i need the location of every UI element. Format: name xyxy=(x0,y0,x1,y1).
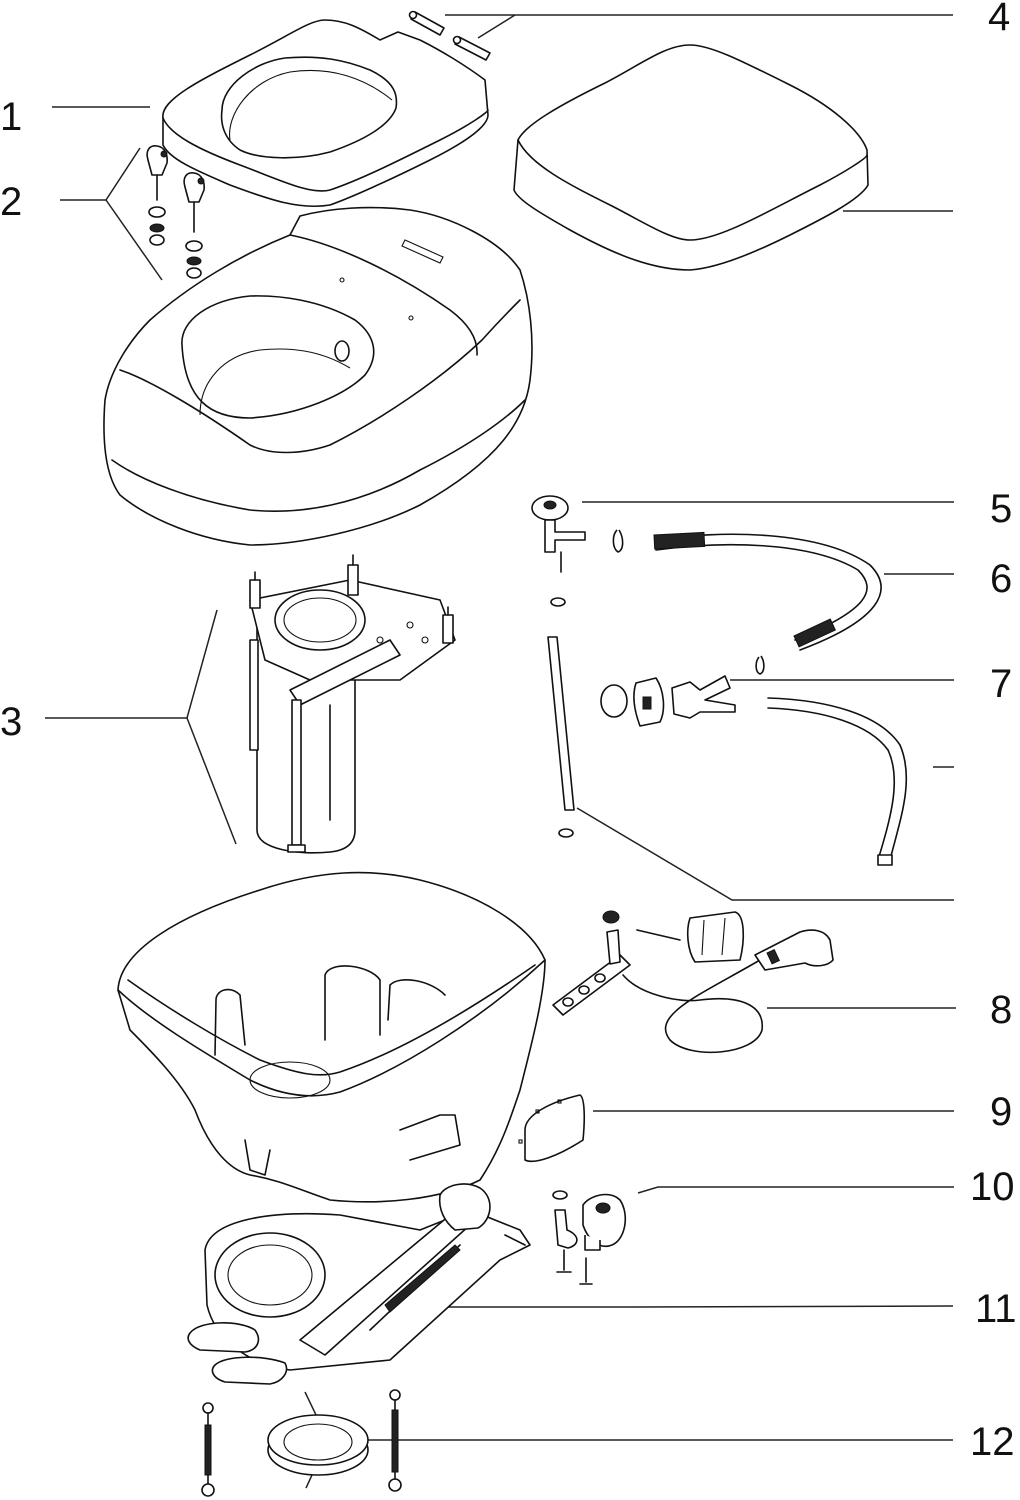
hose-part xyxy=(653,531,882,675)
seat-hinge-hardware-part xyxy=(146,145,205,279)
leader-12 xyxy=(304,1391,953,1441)
hand-sprayer-part xyxy=(552,910,834,1054)
leader-lines xyxy=(45,14,956,1489)
leader-10 xyxy=(637,1186,954,1194)
callout-1: 1 xyxy=(0,95,22,139)
callout-7: 7 xyxy=(990,662,1012,706)
bowl-tube-part xyxy=(547,636,575,838)
seat-cover-part xyxy=(513,44,869,271)
callout-5: 5 xyxy=(990,487,1012,531)
callout-2: 2 xyxy=(0,180,22,224)
callout-9: 9 xyxy=(990,1090,1012,1134)
leader-2b xyxy=(105,199,163,281)
leader-bowl-tube xyxy=(576,807,954,901)
leader-2 xyxy=(60,147,141,201)
leader-11b xyxy=(631,1305,954,1308)
access-cover-part xyxy=(518,1094,586,1163)
drain-valve-part xyxy=(600,675,908,866)
hinge-pins-part xyxy=(408,10,491,61)
callout-labels: 1 2 3 4 5 6 7 8 9 10 11 12 xyxy=(0,0,1017,1464)
toilet-base-part xyxy=(117,871,546,1203)
callout-3: 3 xyxy=(0,700,22,744)
leader-4b xyxy=(477,14,516,39)
callout-6: 6 xyxy=(990,557,1012,601)
callout-10: 10 xyxy=(970,1165,1015,1209)
leader-3 xyxy=(45,609,218,719)
leader-3b xyxy=(186,717,237,845)
water-tank-assembly-part xyxy=(249,554,456,854)
callout-8: 8 xyxy=(990,988,1012,1032)
flush-valve-part xyxy=(552,1190,627,1285)
bowl-top-part xyxy=(103,206,533,546)
callout-4: 4 xyxy=(988,0,1010,39)
water-valve-part xyxy=(531,495,624,607)
callout-12: 12 xyxy=(970,1420,1015,1464)
flush-mechanism-part xyxy=(187,1183,531,1385)
callout-11: 11 xyxy=(975,1287,1017,1331)
seat-part xyxy=(162,19,489,208)
floor-seal-and-bolts-part xyxy=(201,1389,402,1497)
